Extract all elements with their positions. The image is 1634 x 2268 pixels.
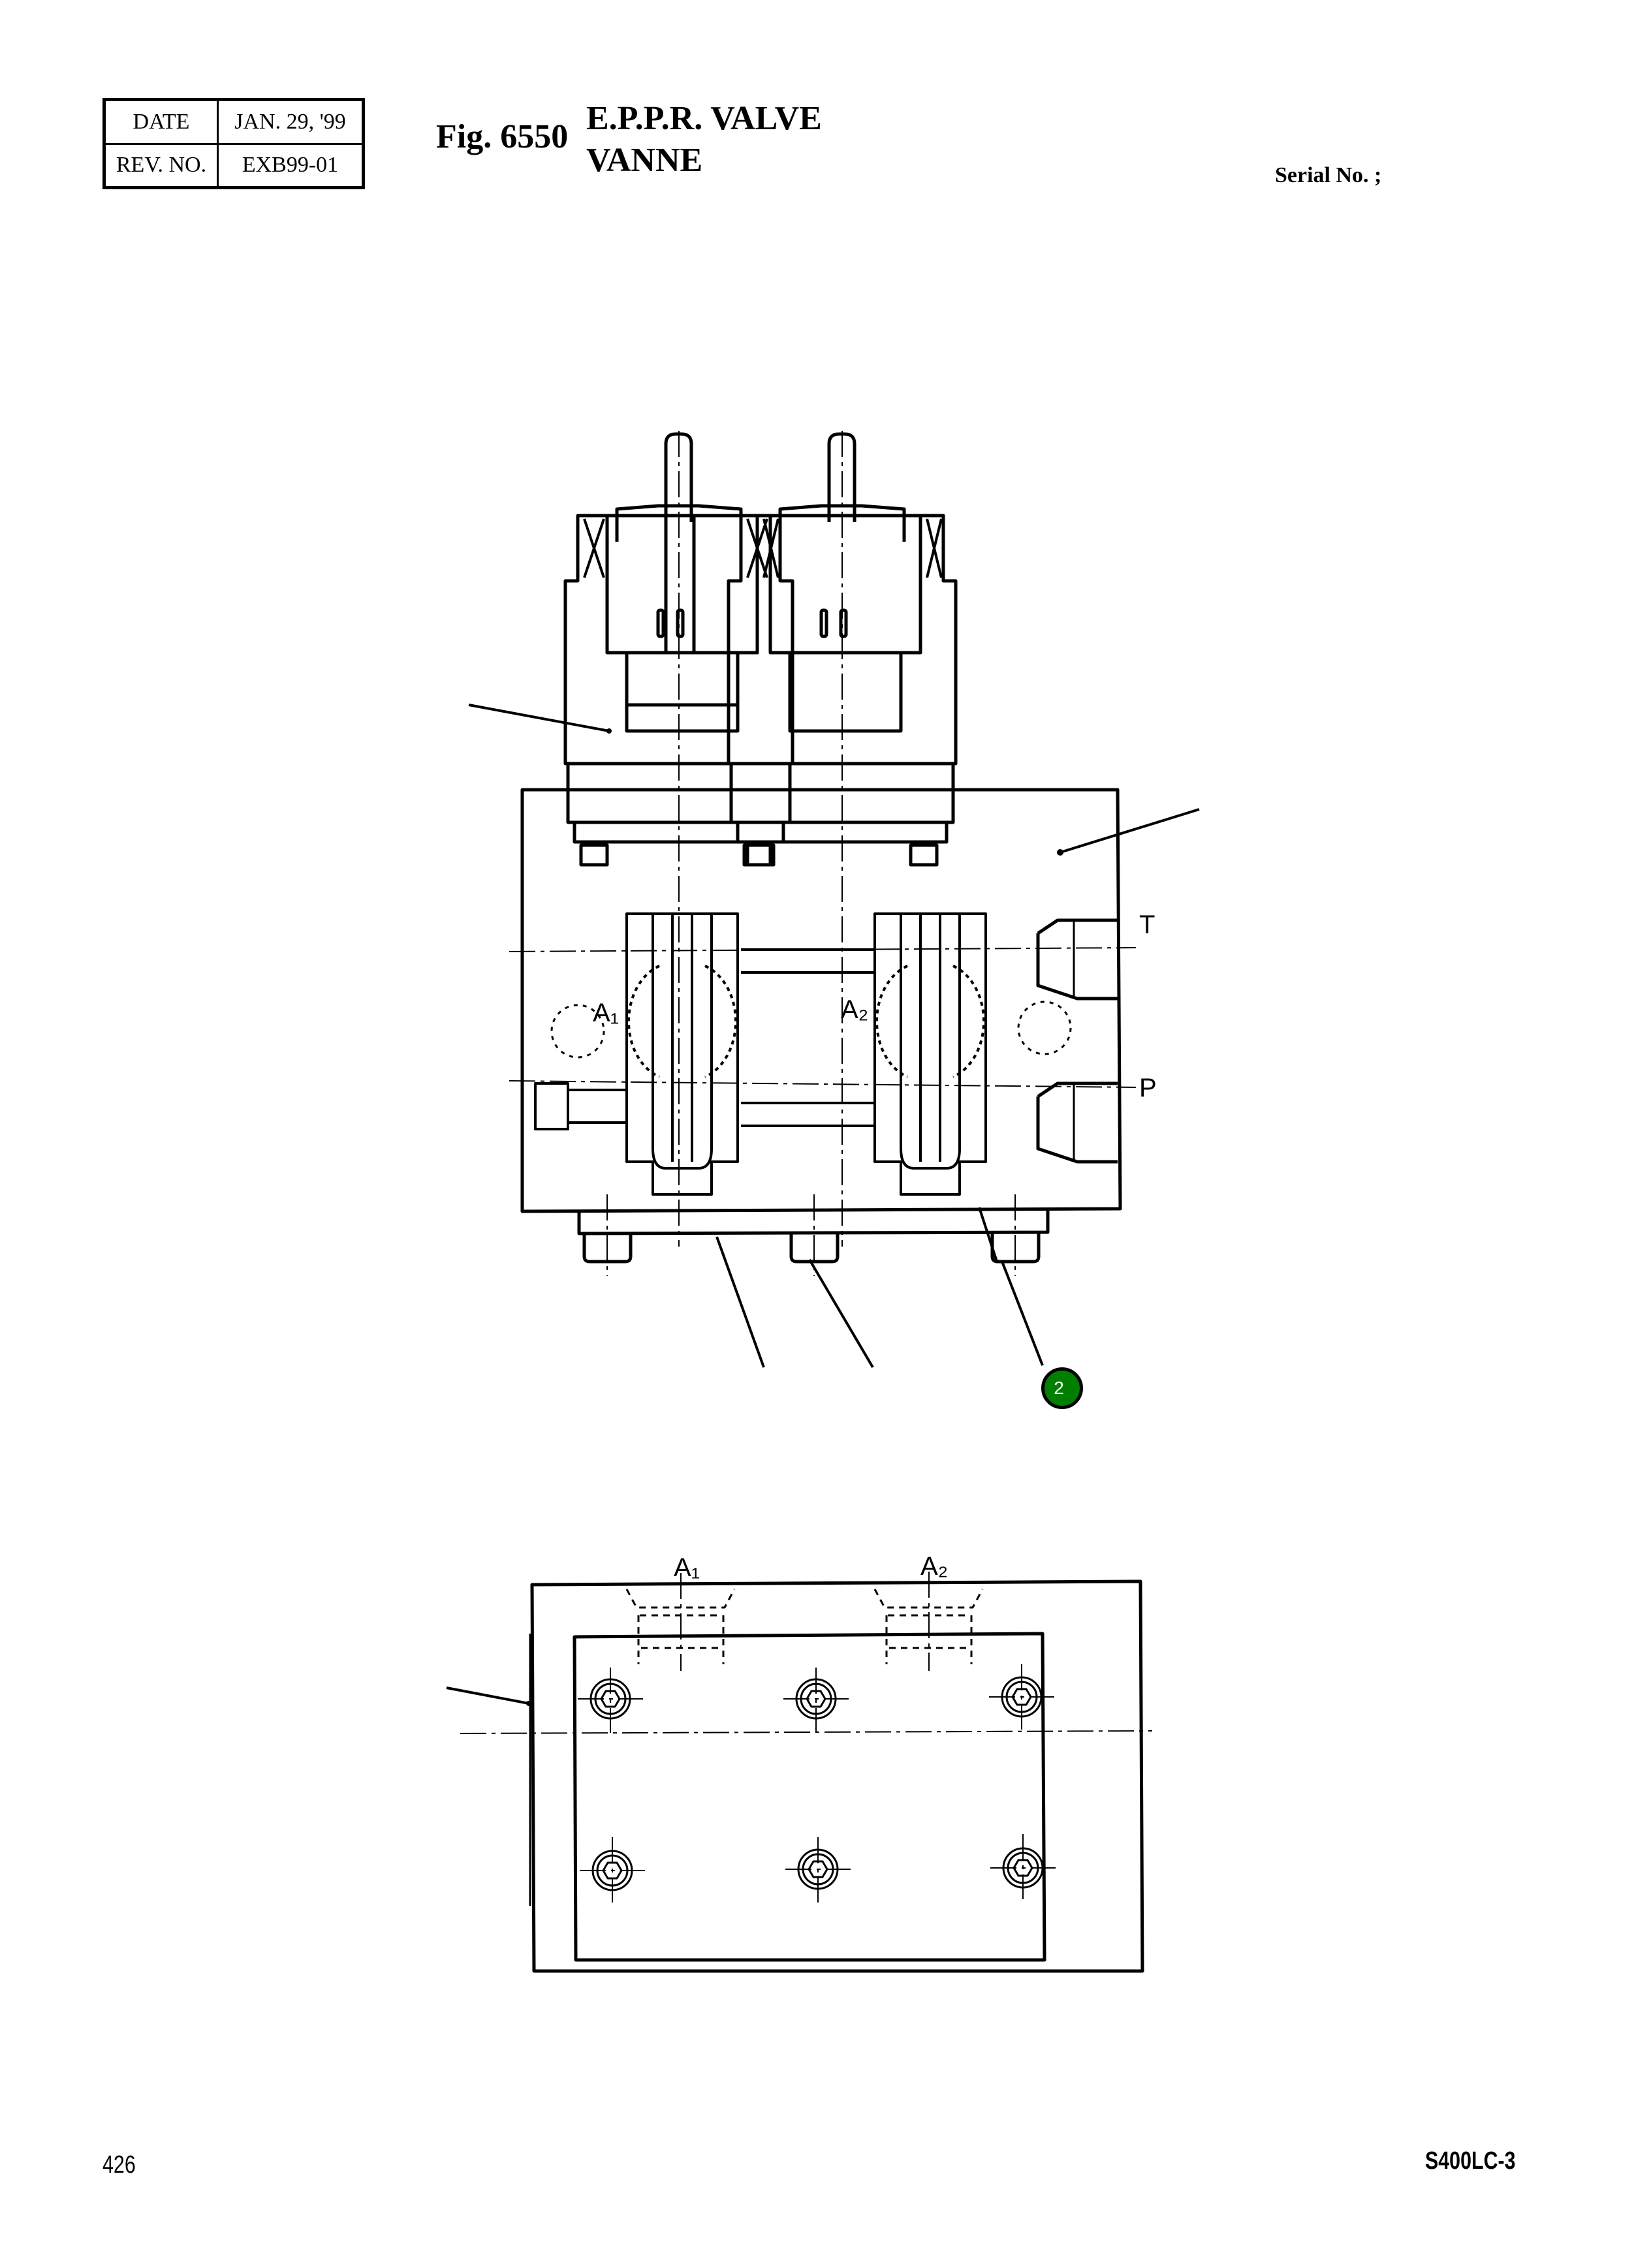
revision-value: EXB99-01: [217, 142, 364, 189]
bottom-port-label-a1: A₁: [674, 1553, 700, 1582]
bottom-port-label-a2: A₂: [920, 1552, 948, 1581]
solenoid-2: [727, 432, 958, 867]
part-callout-2[interactable]: 2: [1041, 1367, 1083, 1409]
date-label: DATE: [103, 99, 219, 145]
figure-title-fr: VANNE: [586, 142, 703, 179]
figure-title: E.P.P.R. VALVE VANNE: [586, 98, 822, 181]
bolt-pattern: [589, 1676, 1044, 1891]
figure-number: Fig. 6550: [436, 118, 569, 155]
solenoid-1: [563, 432, 794, 867]
date-value: JAN. 29, '99: [217, 99, 364, 145]
valve-cartridge-1: [625, 912, 739, 1196]
valve-cartridge-2: [873, 912, 987, 1196]
front-port-label-a1: A₁: [593, 999, 619, 1027]
front-port-label-p: P: [1139, 1074, 1157, 1102]
leader-line: [446, 1686, 529, 1705]
front-port-label-t: T: [1139, 910, 1155, 939]
page-number: 426: [102, 2151, 136, 2179]
bottom-view: A₁ A₂: [446, 1552, 1153, 1973]
leader-lines: [468, 704, 1200, 1369]
figure-title-en: E.P.P.R. VALVE: [586, 100, 822, 137]
serial-number-label: Serial No. ;: [1275, 163, 1382, 187]
model-number: S400LC-3: [1425, 2147, 1516, 2175]
front-view: A₁ A₂ T P: [468, 431, 1200, 1369]
front-port-label-a2: A₂: [841, 995, 868, 1024]
revision-label: REV. NO.: [103, 142, 219, 189]
revision-table: DATE JAN. 29, '99 REV. NO. EXB99-01: [102, 98, 365, 189]
